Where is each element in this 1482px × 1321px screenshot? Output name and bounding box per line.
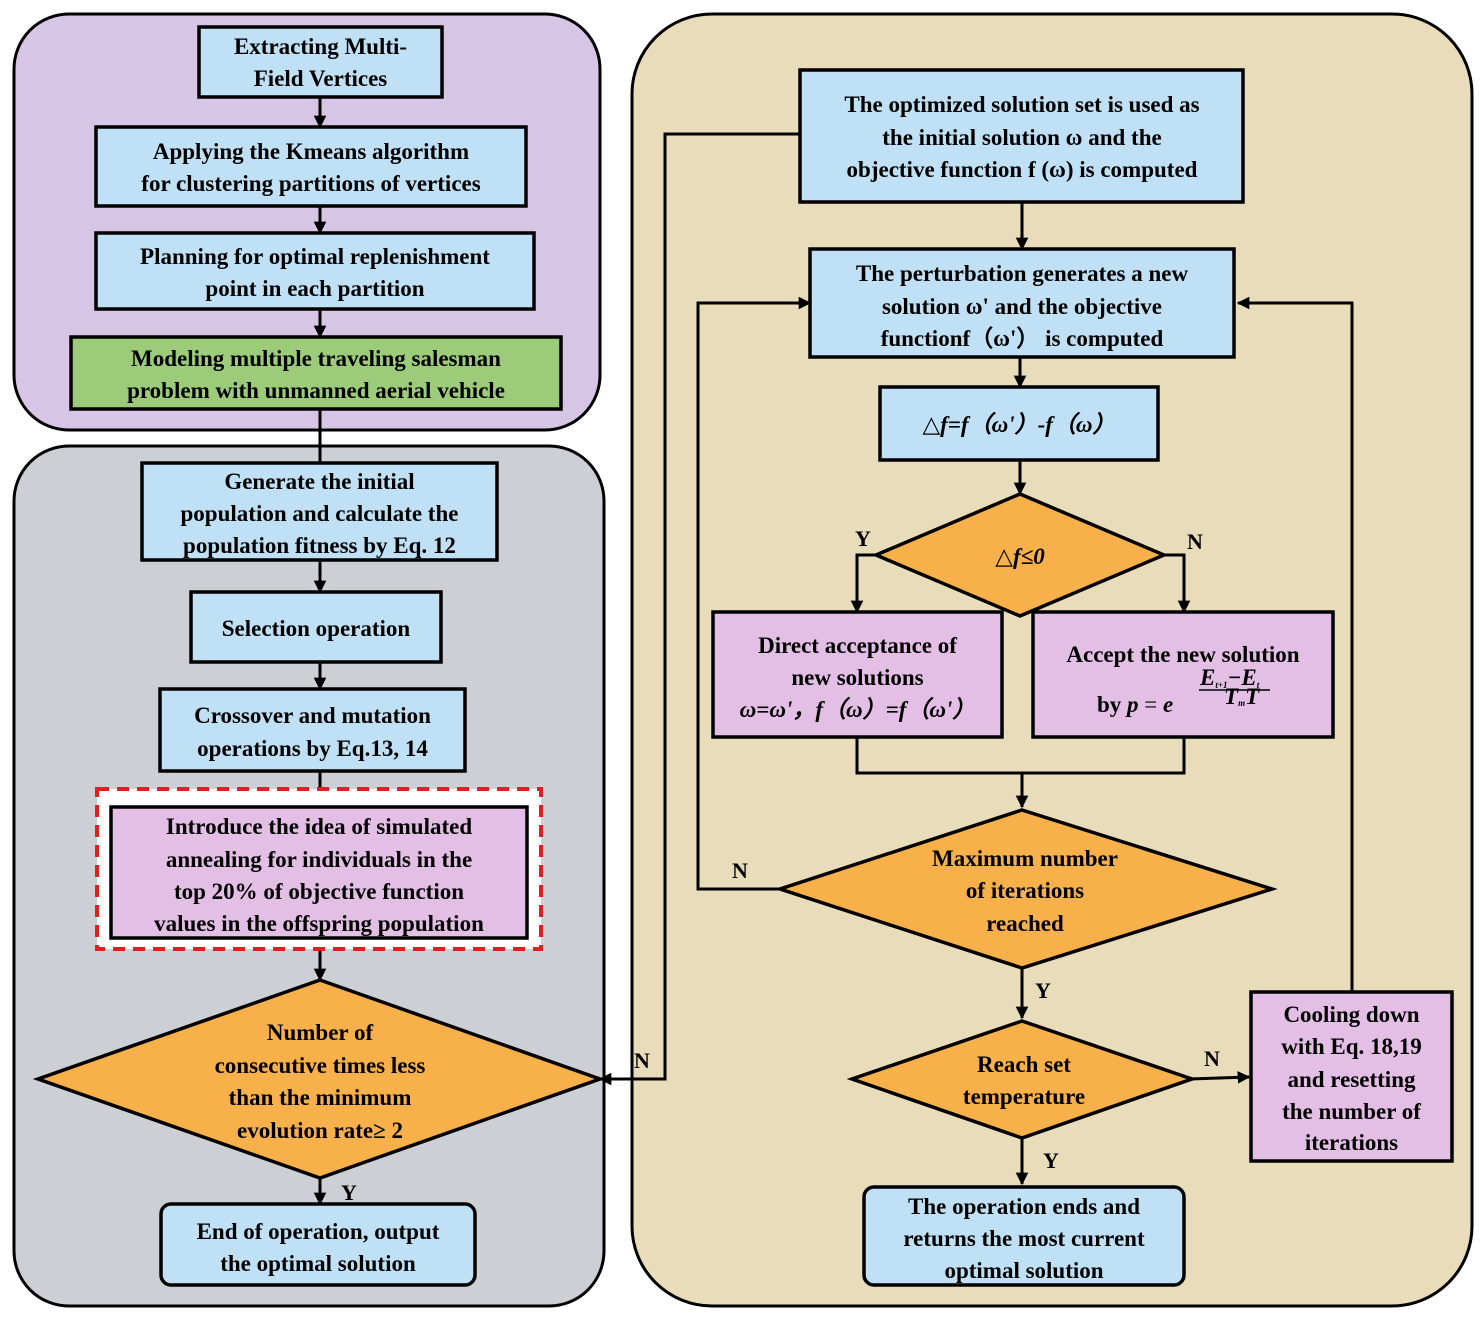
svg-text:consecutive times less: consecutive times less: [215, 1053, 426, 1078]
node-init-population: Generate the initial population and calc…: [140, 461, 499, 562]
svg-text:Accept the new solution: Accept the new solution: [1066, 642, 1299, 667]
connectors: [313, 97, 1354, 1206]
svg-text:△f≤0: △f≤0: [995, 544, 1045, 569]
node-model: Modeling multiple traveling salesman pro…: [69, 335, 563, 411]
svg-text:annealing for individuals in t: annealing for individuals in the: [166, 847, 472, 872]
svg-text:TmT: TmT: [1224, 684, 1260, 709]
svg-text:new solutions: new solutions: [791, 665, 923, 690]
label-n-max-iter: N: [732, 858, 748, 883]
svg-text:the optimal solution: the optimal solution: [220, 1251, 416, 1276]
svg-text:ω=ω'，f（ω）=f（ω'）: ω=ω'，f（ω）=f（ω'）: [740, 696, 976, 722]
node-extract: Extracting Multi- Field Vertices: [197, 25, 444, 99]
label-n-ga-loop: N: [634, 1048, 650, 1073]
svg-text:by p = e: by p = e: [1097, 692, 1173, 717]
node-crossover: Crossover and mutation operations by Eq.…: [158, 687, 467, 773]
svg-text:with Eq. 18,19: with Eq. 18,19: [1281, 1034, 1422, 1059]
svg-text:Cooling down: Cooling down: [1283, 1002, 1419, 1027]
node-perturbation: The perturbation generates a new solutio…: [808, 247, 1236, 359]
node-simulated-annealing-idea: Introduce the idea of simulated annealin…: [95, 787, 543, 951]
svg-text:of iterations: of iterations: [966, 878, 1084, 903]
svg-text:Crossover and mutation: Crossover and mutation: [194, 703, 431, 728]
svg-text:Selection operation: Selection operation: [222, 616, 411, 641]
svg-text:Maximum number: Maximum number: [932, 846, 1118, 871]
svg-text:evolution rate≥ 2: evolution rate≥ 2: [237, 1118, 403, 1143]
label-y-delta: Y: [855, 526, 871, 551]
label-n-temperature: N: [1204, 1046, 1220, 1071]
svg-text:Direct acceptance of: Direct acceptance of: [758, 633, 957, 658]
node-delta-check: △f≤0: [871, 492, 1169, 618]
svg-text:Modeling multiple traveling sa: Modeling multiple traveling salesman: [131, 346, 501, 371]
svg-text:operations by Eq.13, 14: operations by Eq.13, 14: [197, 736, 428, 761]
node-ga-end: End of operation, output the optimal sol…: [159, 1202, 477, 1287]
svg-text:Extracting Multi-: Extracting Multi-: [234, 34, 407, 59]
node-sa-end: The operation ends and returns the most …: [862, 1185, 1186, 1287]
svg-text:End of operation, output: End of operation, output: [197, 1219, 440, 1244]
svg-text:top 20% of objective function: top 20% of objective function: [174, 879, 464, 904]
purple-panel: [12, 12, 602, 432]
node-delta-f: △f=f（ω'）-f（ω）: [878, 385, 1160, 462]
svg-text:population and calculate the: population and calculate the: [181, 501, 459, 526]
edge-labels: Y N Y N N Y N Y: [341, 526, 1220, 1205]
node-probabilistic-acceptance: Accept the new solution by p = e Et+1−Et…: [1031, 610, 1335, 739]
svg-text:The optimized solution set is: The optimized solution set is used as: [844, 92, 1199, 117]
svg-text:The perturbation generates a n: The perturbation generates a new: [856, 261, 1189, 286]
svg-text:and resetting: and resetting: [1288, 1067, 1416, 1092]
node-reach-temperature: Reach set temperature: [846, 1019, 1198, 1140]
svg-text:problem with unmanned aerial v: problem with unmanned aerial vehicle: [127, 378, 505, 403]
svg-text:Number of: Number of: [267, 1020, 374, 1045]
label-y-ga-end: Y: [341, 1180, 357, 1205]
node-ga-decision: Number of consecutive times less than th…: [32, 978, 606, 1180]
svg-text:Field Vertices: Field Vertices: [254, 66, 388, 91]
svg-text:△f=f（ω'）-f（ω）: △f=f（ω'）-f（ω）: [922, 411, 1115, 437]
svg-text:functionf（ω'） is computed: functionf（ω'） is computed: [881, 325, 1164, 351]
svg-text:temperature: temperature: [963, 1084, 1085, 1109]
svg-text:solution ω' and the objective: solution ω' and the objective: [882, 294, 1162, 319]
node-kmeans: Applying the Kmeans algorithm for cluste…: [94, 125, 528, 208]
node-replenish: Planning for optimal replenishment point…: [94, 231, 536, 311]
svg-text:values in the offspring popula: values in the offspring population: [154, 911, 484, 936]
node-max-iterations: Maximum number of iterations reached: [774, 808, 1278, 970]
svg-text:the initial solution ω and the: the initial solution ω and the: [882, 125, 1161, 150]
node-direct-acceptance: Direct acceptance of new solutions ω=ω'，…: [711, 610, 1004, 739]
label-n-delta: N: [1187, 529, 1203, 554]
node-sa-init: The optimized solution set is used as th…: [798, 68, 1245, 204]
svg-text:than the minimum: than the minimum: [229, 1085, 412, 1110]
svg-text:reached: reached: [986, 911, 1064, 936]
svg-text:Introduce the idea of simulate: Introduce the idea of simulated: [166, 814, 472, 839]
svg-text:Et+1−Et: Et+1−Et: [1199, 665, 1260, 690]
label-y-temperature: Y: [1043, 1148, 1059, 1173]
svg-text:for clustering partitions of v: for clustering partitions of vertices: [141, 171, 480, 196]
svg-text:Generate the initial: Generate the initial: [224, 469, 414, 494]
svg-text:Reach set: Reach set: [977, 1052, 1071, 1077]
svg-text:optimal solution: optimal solution: [944, 1258, 1103, 1283]
label-y-max-iter: Y: [1035, 978, 1051, 1003]
svg-text:the number of: the number of: [1282, 1099, 1421, 1124]
svg-text:point in each partition: point in each partition: [205, 276, 424, 301]
node-cooling: Cooling down with Eq. 18,19 and resettin…: [1249, 990, 1454, 1163]
svg-text:iterations: iterations: [1305, 1130, 1398, 1155]
svg-text:Planning for optimal replenish: Planning for optimal replenishment: [140, 244, 490, 269]
svg-text:Applying the Kmeans algorithm: Applying the Kmeans algorithm: [153, 139, 469, 164]
svg-text:returns the most current: returns the most current: [903, 1226, 1145, 1251]
svg-text:population fitness by Eq. 12: population fitness by Eq. 12: [183, 533, 456, 558]
svg-text:The operation ends and: The operation ends and: [908, 1194, 1140, 1219]
svg-text:objective function f (ω) is co: objective function f (ω) is computed: [847, 157, 1198, 182]
node-selection: Selection operation: [189, 590, 443, 664]
